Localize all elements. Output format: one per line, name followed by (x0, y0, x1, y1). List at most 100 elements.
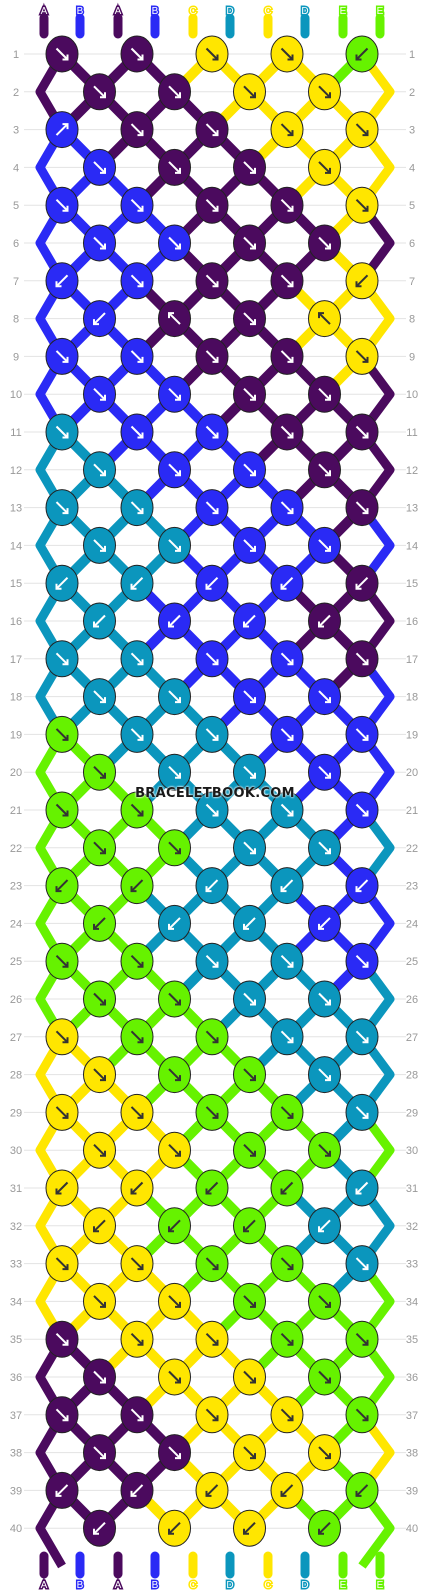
knot (233, 73, 266, 111)
knot-arrow-icon (205, 274, 219, 288)
knot-arrowhead-icon (325, 1301, 331, 1308)
string-label: A (115, 1580, 122, 1591)
knot-arrowhead-icon (137, 734, 144, 741)
knot-arrow-icon (55, 1181, 69, 1195)
knot (120, 489, 154, 527)
knot (45, 186, 79, 224)
knot (233, 678, 266, 716)
knot-arrowhead-icon (362, 734, 369, 741)
knot-arrowhead-icon (362, 356, 369, 363)
knot-arrow-icon (318, 463, 331, 477)
knot-arrow-icon (280, 954, 294, 968)
knot (45, 262, 79, 300)
row-number-left: 24 (10, 918, 22, 930)
knot (233, 1282, 266, 1320)
knot-arrow-icon (355, 1106, 369, 1119)
knot-arrow-icon (168, 161, 181, 174)
knot (308, 980, 341, 1018)
row-number-right: 33 (406, 1259, 418, 1271)
knot (158, 1282, 191, 1320)
knot-arrow-icon (55, 652, 69, 666)
knot-arrow-icon (168, 1521, 181, 1535)
knot-arrow-icon (130, 652, 144, 666)
knot-arrowhead-icon (250, 772, 256, 779)
knot (345, 1396, 379, 1434)
knot-arrowhead-icon (100, 1075, 106, 1082)
knot-arrow-icon (55, 879, 69, 892)
knot-arrowhead-icon (212, 1037, 219, 1044)
knot-arrowhead-icon (287, 961, 294, 968)
knot-arrow-icon (243, 236, 256, 250)
row-number-left: 36 (10, 1372, 22, 1384)
knot-arrowhead-icon (325, 243, 331, 250)
row-number-right: 18 (406, 692, 418, 704)
knot (195, 489, 229, 527)
knot (83, 1358, 116, 1396)
knot-arrowhead-icon (137, 508, 144, 515)
knot-arrow-icon (205, 1408, 219, 1422)
knot (45, 1245, 79, 1283)
row-number-right: 5 (409, 200, 415, 212)
knot-arrow-icon (355, 274, 369, 288)
knot-arrow-icon (243, 614, 256, 628)
knot (233, 1509, 266, 1547)
knot (45, 111, 79, 149)
knot-arrow-icon (355, 1030, 369, 1044)
knot-arrow-icon (130, 1030, 144, 1044)
row-number-right: 19 (406, 729, 418, 741)
knot-arrow-icon (168, 387, 181, 401)
string-label: B (77, 1580, 84, 1591)
knot-arrowhead-icon (287, 810, 294, 817)
knot-arrowhead-icon (362, 1339, 369, 1346)
knot (308, 224, 341, 262)
knot (158, 300, 191, 338)
row-number-right: 13 (406, 503, 418, 515)
knot-arrowhead-icon (250, 545, 256, 552)
knot-arrow-icon (318, 841, 331, 855)
knot-arrow-icon (55, 501, 69, 514)
knot-arrow-icon (130, 47, 144, 61)
knot-arrow-icon (205, 1332, 219, 1346)
knot-arrow-icon (355, 576, 369, 590)
knot-arrowhead-icon (325, 545, 331, 552)
knot-arrow-icon (355, 652, 369, 666)
knot-arrowhead-icon (130, 583, 137, 590)
string-label: B (77, 6, 84, 17)
knot (83, 904, 116, 942)
knot (195, 413, 229, 451)
knot (120, 413, 154, 451)
knot-arrowhead-icon (175, 394, 181, 401)
knot (83, 375, 116, 413)
knot-arrowhead-icon (325, 848, 331, 855)
knot-arrow-icon (168, 539, 181, 552)
knot-arrow-icon (168, 1068, 181, 1081)
knot-arrowhead-icon (250, 470, 256, 477)
knot-arrow-icon (280, 576, 294, 590)
knot-arrowhead-icon (137, 54, 144, 61)
knot-arrowhead-icon (100, 1453, 106, 1460)
knot-arrowhead-icon (93, 1528, 99, 1535)
knot (345, 1018, 379, 1056)
knot-arrowhead-icon (100, 1301, 106, 1308)
knot-arrow-icon (130, 1484, 144, 1497)
knot-arrow-icon (355, 1332, 369, 1346)
row-number-right: 32 (406, 1221, 418, 1233)
row-number-left: 9 (13, 351, 19, 363)
knot-arrowhead-icon (250, 848, 256, 855)
knot-arrow-icon (205, 576, 219, 590)
row-number-right: 7 (409, 276, 415, 288)
row-number-right: 8 (409, 314, 415, 326)
knot-arrow-icon (55, 954, 69, 968)
knot (120, 564, 154, 602)
knot-arrow-icon (130, 576, 144, 590)
knot (345, 1320, 379, 1358)
knot-arrowhead-icon (250, 1377, 256, 1384)
knot-arrow-icon (318, 387, 331, 401)
knot-arrow-icon (355, 879, 369, 892)
knot-arrow-icon (130, 879, 144, 892)
row-number-left: 3 (13, 125, 19, 137)
knot (195, 1320, 229, 1358)
knot-arrow-icon (168, 1219, 181, 1233)
knot-arrow-icon (93, 1143, 106, 1157)
knot-arrowhead-icon (362, 508, 369, 515)
